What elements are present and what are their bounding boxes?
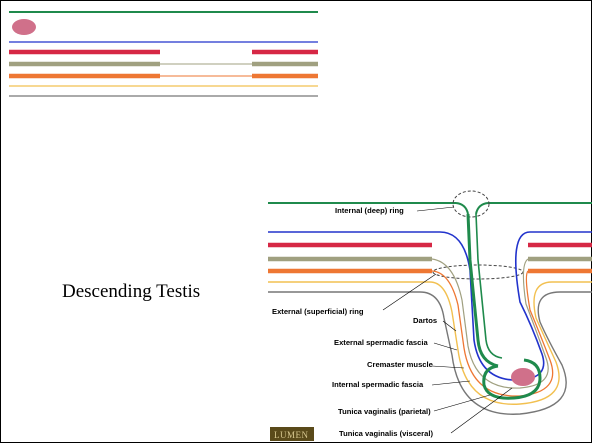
testis-oval [511, 368, 535, 386]
tunica-vaginalis-loop [482, 358, 542, 400]
slide-title: Descending Testis [62, 281, 201, 302]
peritoneum-funnel [455, 202, 489, 215]
testis-oval [12, 19, 36, 35]
label-cremaster: Cremaster muscle [367, 360, 433, 369]
deep-ring-marker [452, 190, 490, 218]
leader-tv-visceral [450, 387, 513, 434]
leader-tv-parietal [433, 394, 491, 412]
label-deep-ring: Internal (deep) ring [335, 206, 404, 215]
cremaster-layer [431, 270, 554, 397]
logo-text: LUMEN [274, 430, 309, 440]
label-ext-fascia: External spermadic fascia [334, 338, 428, 347]
label-tv-visceral: Tunica vaginalis (visceral) [339, 429, 433, 438]
leader-cremaster [431, 365, 465, 369]
leader-deep-ring [416, 206, 455, 212]
leader-int-fascia [431, 380, 471, 386]
leader-ext-fascia [433, 342, 458, 351]
logo-badge [270, 427, 314, 441]
label-int-fascia: Internal spermadic fascia [332, 380, 424, 389]
leader-superficial-ring [382, 273, 437, 311]
label-tv-parietal: Tunica vaginalis (parietal) [338, 407, 431, 416]
label-superficial-ring: External (superficial) ring [272, 307, 364, 316]
processus-vaginalis-inner [475, 213, 503, 359]
label-dartos: Dartos [413, 316, 437, 325]
dartos-layer [268, 291, 592, 415]
ext-fascia-layer [268, 281, 592, 405]
leader-dartos [442, 320, 457, 332]
processus-vaginalis [466, 213, 499, 368]
